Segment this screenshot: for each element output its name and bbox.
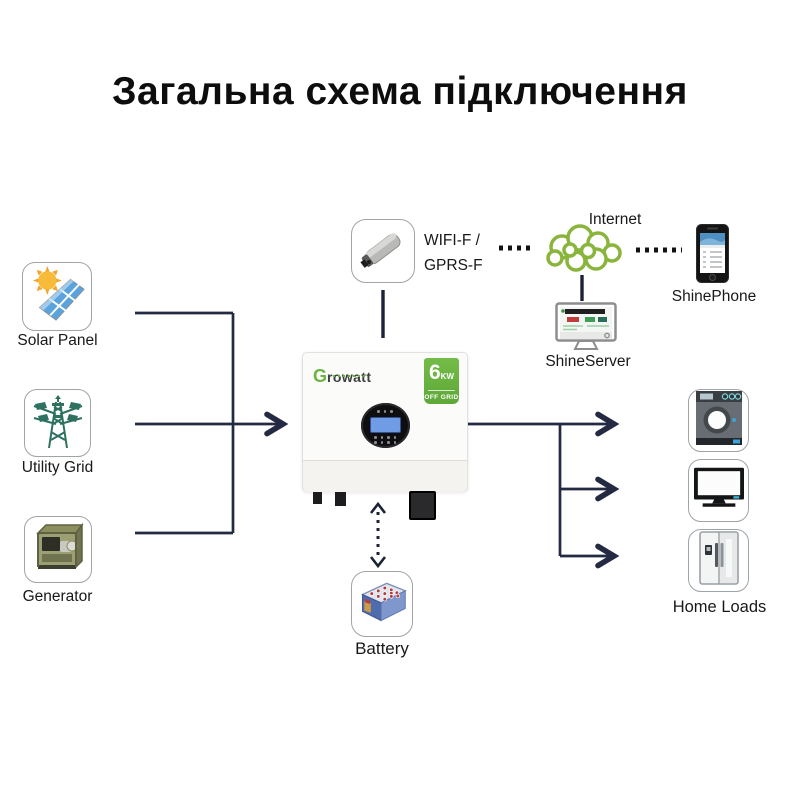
battery-label: Battery	[355, 639, 409, 658]
page-title: Загальна схема підключення	[112, 70, 688, 113]
generator-icon	[30, 521, 86, 578]
wifi-module-node	[351, 219, 415, 283]
power-rating-badge: 6KW OFF GRID	[424, 358, 459, 404]
lcd-screen	[370, 417, 401, 433]
generator-node	[24, 516, 92, 583]
solar-panel-label: Solar Panel	[17, 332, 98, 349]
solar-panel-icon	[28, 265, 86, 328]
shineserver-icon	[555, 302, 617, 357]
wifi-module-label: WIFI-F / GPRS-F	[424, 232, 483, 274]
internet-label: Internet	[588, 211, 642, 228]
logo-dots	[333, 375, 367, 377]
shinephone-label: ShinePhone	[671, 288, 757, 305]
inverter-port-small-1	[313, 492, 322, 504]
battery-node	[351, 571, 413, 637]
washing-machine-icon	[695, 391, 742, 450]
washing-machine-node	[688, 389, 749, 452]
solar-panel-node	[22, 262, 92, 331]
usb-dongle-icon	[356, 222, 410, 281]
battery-icon	[355, 577, 409, 632]
inverter-seam	[303, 460, 467, 492]
generator-label: Generator	[22, 588, 93, 605]
tv-node	[688, 459, 749, 522]
home-loads-label: Home Loads	[672, 598, 767, 616]
inverter-port-large	[409, 491, 436, 520]
utility-grid-label: Utility Grid	[21, 459, 94, 476]
refrigerator-icon	[698, 531, 739, 590]
shinephone-icon	[696, 224, 729, 288]
inverter: Growatt 6KW OFF GRID	[302, 352, 468, 492]
internet-cloud-icon	[540, 223, 630, 286]
inverter-brand-logo: Growatt	[313, 366, 372, 386]
inverter-display	[361, 403, 410, 448]
inverter-port-small-2	[335, 492, 346, 506]
utility-grid-node	[24, 389, 91, 457]
tv-icon	[693, 467, 744, 514]
refrigerator-node	[688, 529, 749, 592]
shineserver-label: ShineServer	[545, 353, 631, 370]
transmission-tower-icon	[31, 392, 85, 455]
